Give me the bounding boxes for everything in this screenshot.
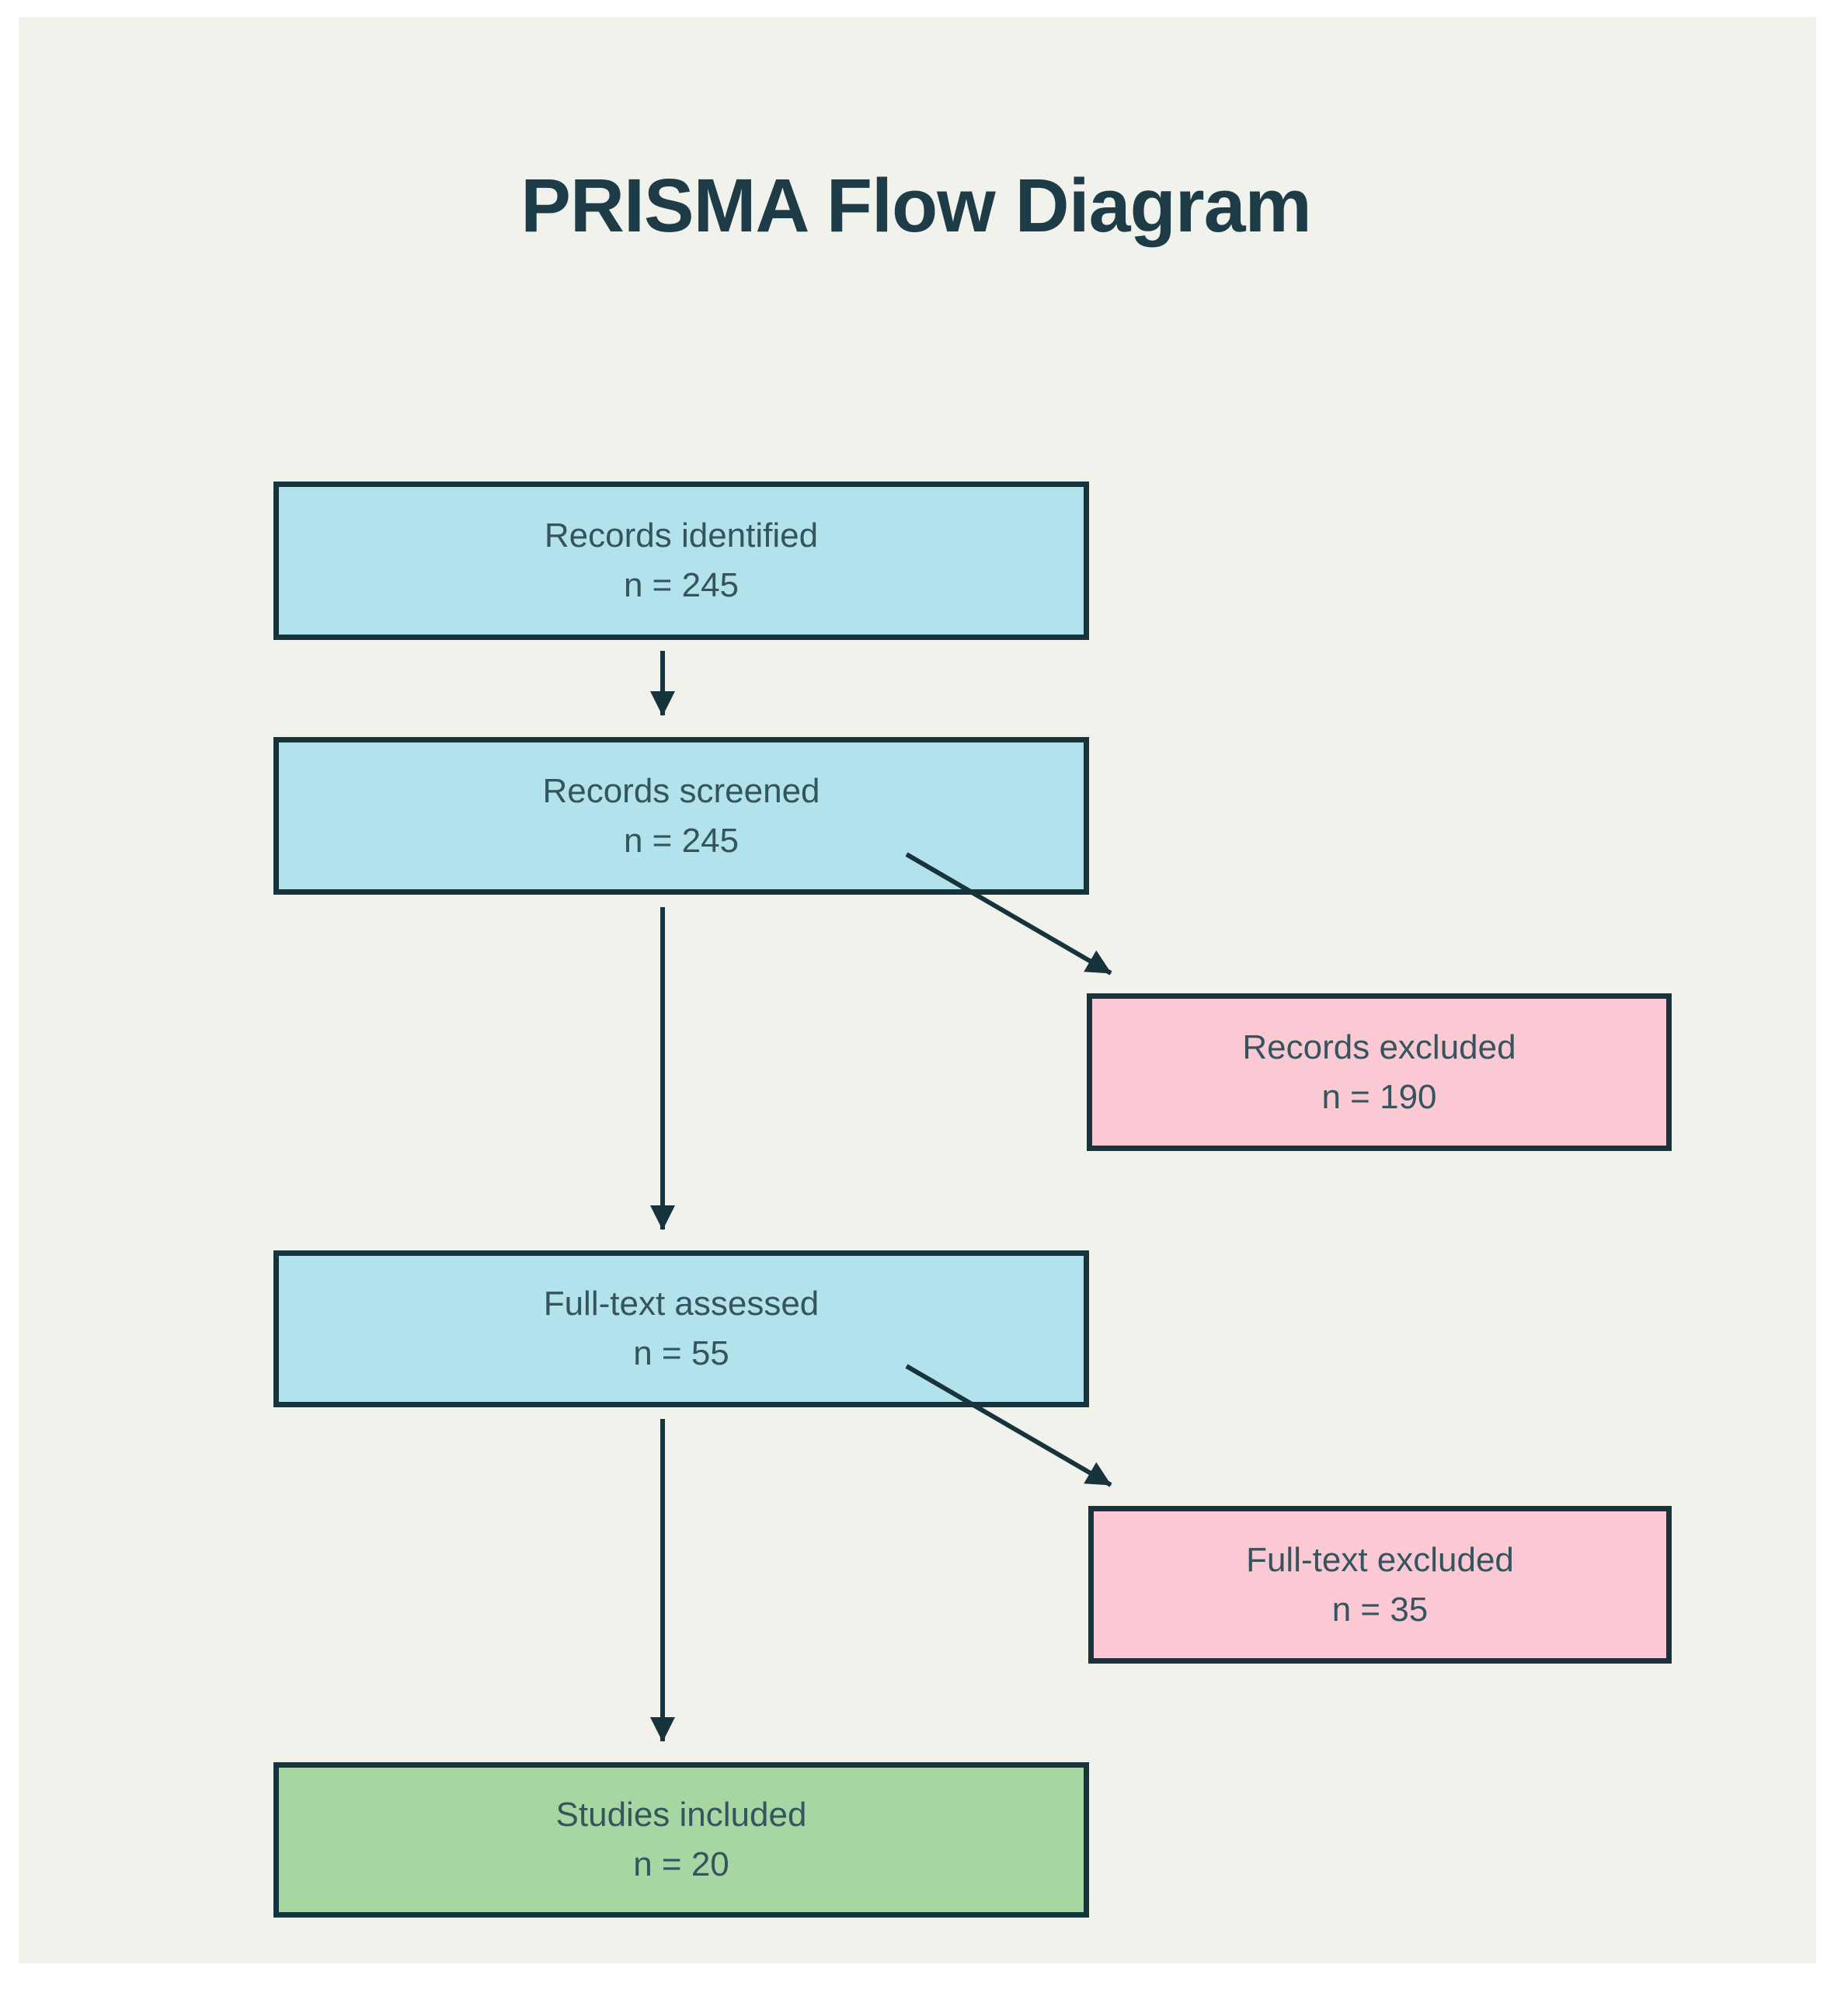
- node-label: Records screened: [542, 771, 820, 810]
- node-records-identified: Records identified n = 245: [273, 482, 1089, 640]
- node-count: n = 245: [623, 566, 740, 604]
- node-count: n = 20: [633, 1845, 729, 1883]
- node-label: Records identified: [544, 516, 819, 555]
- node-label: Full-text assessed: [543, 1285, 820, 1323]
- node-label: Full-text excluded: [1246, 1540, 1514, 1579]
- node-label: Records excluded: [1242, 1028, 1516, 1066]
- node-label: Studies included: [555, 1796, 807, 1834]
- node-full-text-excluded: Full-text excluded n = 35: [1088, 1506, 1672, 1664]
- diagram-title: PRISMA Flow Diagram: [520, 162, 1312, 248]
- node-count: n = 190: [1321, 1077, 1437, 1116]
- node-full-text-assessed: Full-text assessed n = 55: [273, 1250, 1089, 1407]
- diagram-canvas: PRISMA Flow Diagram Records identified n…: [19, 17, 1816, 1963]
- node-studies-included: Studies included n = 20: [273, 1762, 1089, 1918]
- node-records-screened: Records screened n = 245: [273, 737, 1089, 895]
- node-count: n = 245: [623, 821, 740, 860]
- node-count: n = 55: [633, 1334, 729, 1372]
- node-records-excluded: Records excluded n = 190: [1087, 993, 1672, 1151]
- node-count: n = 35: [1331, 1590, 1429, 1629]
